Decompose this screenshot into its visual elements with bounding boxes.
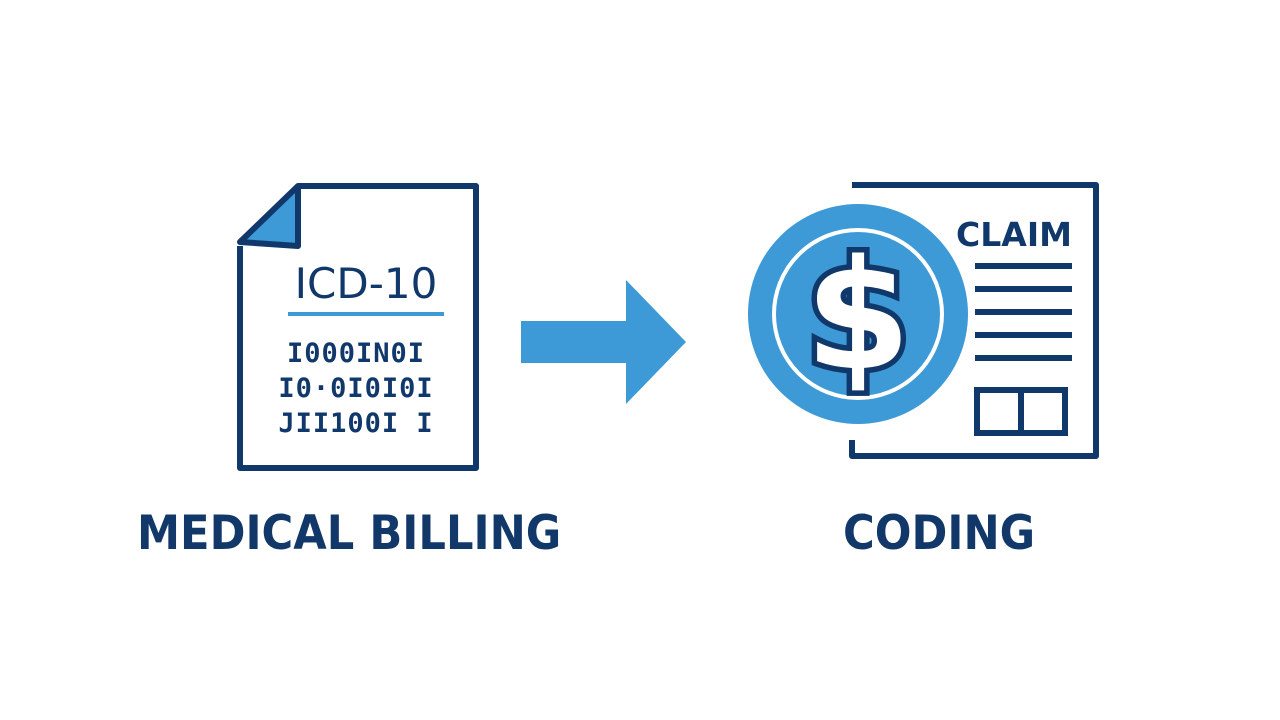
coin-ring [772,228,944,400]
document-heading: ICD-10 [295,259,438,308]
claim-box [974,387,1024,436]
folded-corner [237,183,301,249]
dollar-coin-icon: $ [748,204,968,424]
document-outline [237,183,479,471]
claim-boxes [974,387,1068,436]
claim-text-lines [975,263,1072,361]
claim-box [1018,387,1068,436]
caption-medical-billing: MEDICAL BILLING [137,506,562,561]
dollar-sign: $ [805,227,911,404]
claim-document-outline [849,182,1099,459]
right-arrow-icon [521,280,686,404]
billing-claim-document-icon: CLAIM [849,182,1099,459]
code-line: I000IN0I [287,338,425,369]
claim-label: CLAIM [956,215,1072,254]
medical-code-document-icon: ICD-10 I000IN0I I0·0I0I0I JII100I I [237,183,479,471]
caption-coding: CODING [843,506,1036,561]
code-line: I0·0I0I0I [278,373,433,404]
coin-outer [748,204,968,424]
code-line: JII100I I [278,408,433,439]
